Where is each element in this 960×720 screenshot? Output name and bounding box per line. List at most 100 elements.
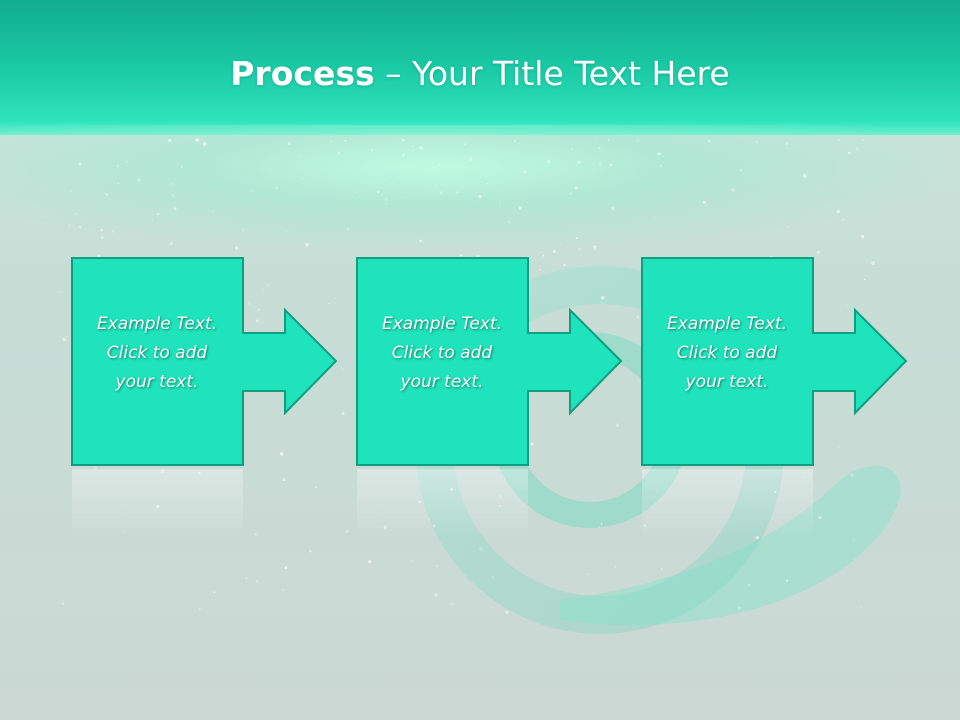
sparkle-dot [101,236,104,239]
sparkle-dot [390,182,394,185]
sparkle-dot [661,567,663,570]
sparkle-dot [853,539,855,542]
sparkle-dot [609,163,613,167]
step-arrow-box[interactable] [71,257,338,466]
sparkle-dot [836,209,841,214]
sparkle-dot [344,139,347,142]
sparkle-dot [370,149,373,152]
sparkle-dot [567,151,569,153]
sparkle-dot [593,245,597,249]
sparkle-dot [257,308,261,311]
sparkle-dot [278,586,280,588]
sparkle-dot [842,218,845,221]
sparkle-dot [173,207,177,211]
sparkle-dot [354,191,357,194]
sparkle-dot [785,142,789,146]
sparkle-dot [479,547,483,551]
sparkle-dot [78,225,82,229]
sparkle-dot [707,140,711,143]
sparkle-dot [837,138,841,142]
sparkle-dot [653,216,656,219]
process-step-3[interactable] [641,257,908,539]
header-band [0,0,960,135]
sparkle-dot [861,235,865,239]
sparkle-dot [411,145,414,148]
sparkle-dot [74,212,78,216]
sparkle-dot [802,173,807,178]
sparkle-dot [871,261,875,265]
slide-title[interactable]: Process – Your Title Text Here [0,52,960,96]
sparkle-dot [614,566,616,568]
step-text-line: your text. [400,372,484,392]
sparkle-dot [435,564,439,568]
sparkle-dot [300,618,303,620]
sparkle-dot [787,226,790,229]
sparkle-dot [117,182,120,184]
sparkle-dot [328,302,330,305]
sparkle-dot [337,151,341,155]
sparkle-dot [660,164,662,167]
sparkle-dot [330,140,332,143]
sparkle-dot [197,141,200,144]
sparkle-dot [737,606,742,610]
sparkle-dot [615,423,620,428]
sparkle-dot [438,163,441,166]
sparkle-dot [315,486,318,489]
sparkle-dot [459,254,463,257]
sparkle-dot [552,250,556,254]
title-rest-text: – Your Title Text Here [374,54,730,93]
sparkle-dot [168,138,172,142]
sparkle-dot [255,319,259,323]
sparkle-dot [251,189,254,193]
sparkle-dot [786,579,789,582]
sparkle-dot [368,560,372,564]
step-text-line: your text. [115,372,199,392]
sparkle-dot [309,549,312,553]
sparkle-dot [559,243,562,245]
sparkle-dot [569,192,572,195]
process-step-2[interactable] [356,257,623,539]
sparkle-dot [863,278,866,281]
sparkle-dot [576,237,578,240]
sparkle-dot [862,139,864,141]
sparkle-dot [730,188,735,192]
sparkle-dot [586,573,589,575]
sparkle-dot [607,139,610,141]
sparkle-dot [287,141,291,146]
sparkle-dot [611,206,615,211]
step-reflection [642,469,813,539]
sparkle-dot [242,228,244,231]
sparkle-dot [58,290,62,294]
sparkle-dot [212,210,214,213]
sparkle-dot [157,212,160,216]
step-text-line: Click to add [391,343,493,363]
sparkle-dot [301,177,304,179]
title-bold-text: Process [230,54,375,93]
sparkle-dot [401,139,405,142]
sparkle-dot [67,223,72,228]
process-step-1[interactable] [71,257,338,539]
sparkle-dot [169,241,174,246]
sparkle-dot [180,166,183,169]
sparkle-dot [563,263,566,267]
step-arrow-box[interactable] [641,257,908,466]
sparkle-dot [636,139,639,142]
sparkle-dot [435,184,438,187]
sparkle-dot [595,139,598,141]
sparkle-dot [546,160,550,163]
sparkle-dot [151,219,154,222]
sparkle-dot [492,576,494,578]
step-reflection [72,469,243,539]
sparkle-dot [247,301,252,305]
step-text-line: Example Text. [666,314,788,334]
sparkle-dot [171,193,175,197]
sparkle-dot [818,515,822,519]
sparkle-dot [597,146,601,150]
step-arrow-box[interactable] [356,257,623,466]
sparkle-dot [105,193,108,196]
sparkle-dot [341,412,345,415]
sparkle-dot [402,153,405,157]
